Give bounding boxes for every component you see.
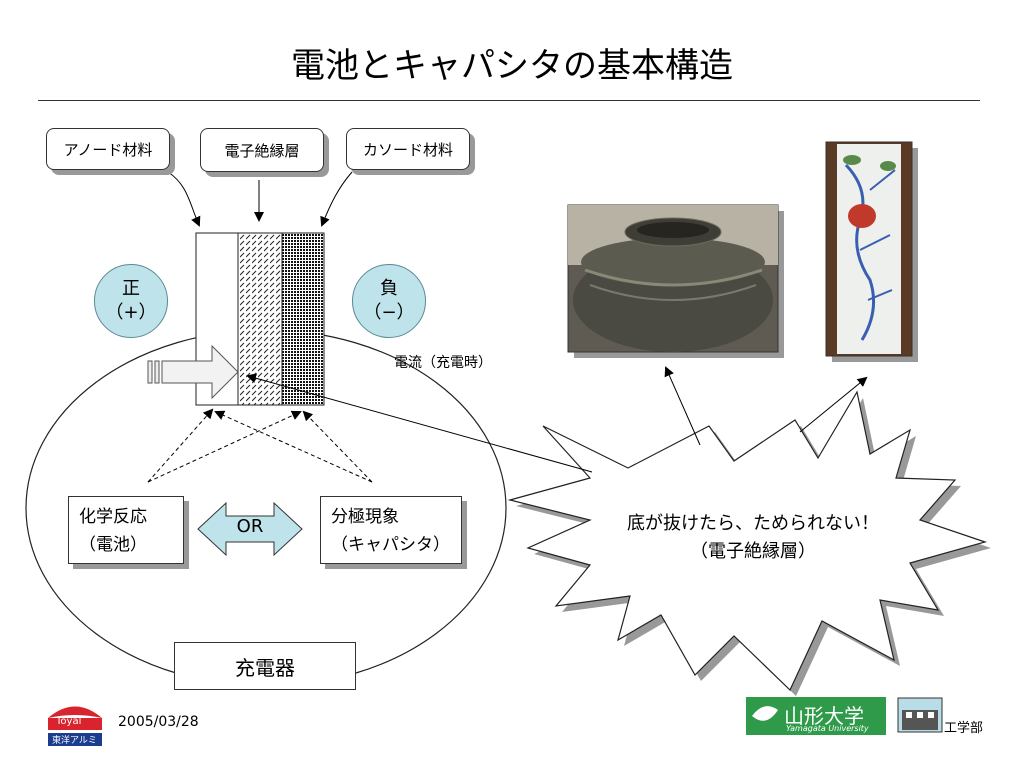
cathode-layer: [281, 232, 325, 406]
slide-date: 2005/03/28: [118, 714, 199, 730]
current-label: 電流（充電時）: [394, 355, 492, 371]
current-arrow: [147, 344, 239, 400]
toyal-logo: [48, 706, 102, 746]
charger-label: 充電器: [235, 655, 295, 680]
positive-circle: 正 （+）: [94, 264, 168, 338]
charger-box: 充電器: [174, 642, 356, 690]
yamagata-logo: [746, 697, 943, 735]
negative-symbol: （−）: [363, 302, 415, 323]
vase-photo: [825, 141, 918, 362]
chemical-reaction-text: 化学反応: [79, 507, 147, 527]
positive-symbol: （+）: [105, 302, 157, 323]
callout-pointer-cell: [246, 373, 593, 473]
toyal-logo-subtext: 東洋アルミ: [52, 736, 97, 746]
toyal-logo-text: Toyal: [56, 716, 82, 727]
university-name: 山形大学: [784, 704, 864, 728]
callout-pointer-pot: [664, 366, 701, 446]
callout-text: 底が抜けたら、ためられない！ （電子絶縁層）: [578, 510, 928, 566]
cathode-pointer: [320, 171, 353, 227]
or-label: OR: [236, 516, 264, 537]
cathode-label-box: カソード材料: [346, 128, 470, 170]
university-name-en: Yamagata University: [786, 724, 869, 733]
negative-circle: 負 （−）: [352, 264, 426, 338]
positive-sign: 正: [122, 278, 140, 299]
polarization-box: 分極現象 （キャパシタ）: [320, 496, 462, 564]
callout-line-1: 底が抜けたら、ためられない！: [627, 513, 879, 534]
battery-text: （電池）: [79, 535, 147, 555]
callout-line-2: （電子絶縁層）: [690, 541, 816, 562]
dashed-links: [147, 408, 373, 483]
separator-label-box: 電子絶縁層: [200, 128, 324, 172]
chemical-reaction-box: 化学反応 （電池）: [68, 496, 184, 564]
callout-pointer-vase: [799, 376, 868, 433]
anode-pointer: [167, 171, 201, 227]
or-double-arrow: [197, 501, 303, 557]
cathode-label: カソード材料: [362, 140, 453, 159]
pot-photo: [567, 204, 784, 358]
polarization-text: 分極現象: [331, 507, 399, 527]
anode-label: アノード材料: [63, 140, 153, 159]
capacitor-text: （キャパシタ）: [331, 535, 450, 555]
anode-label-box: アノード材料: [46, 128, 170, 170]
negative-sign: 負: [380, 278, 398, 299]
department-label: 工学部: [944, 721, 984, 736]
page-title: 電池とキャパシタの基本構造: [291, 46, 733, 86]
title-divider: [38, 100, 980, 101]
separator-label: 電子絶縁層: [224, 141, 300, 160]
